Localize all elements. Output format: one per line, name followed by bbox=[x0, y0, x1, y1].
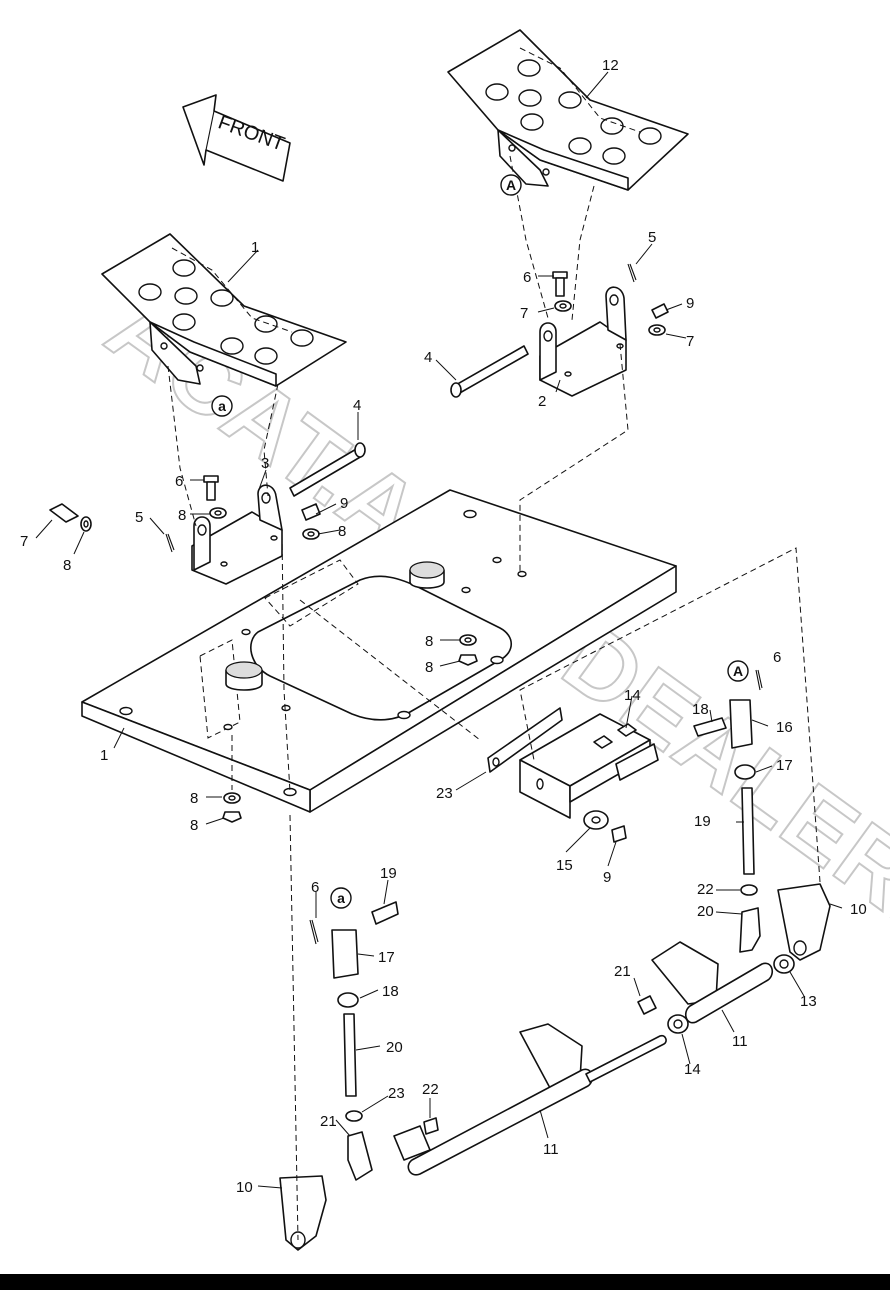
ref-mark-lower-1: a bbox=[218, 398, 226, 414]
callout-4-right: 2 bbox=[538, 393, 546, 410]
front-arrow: FRONT bbox=[182, 94, 291, 182]
lever-11-right bbox=[777, 883, 831, 961]
callout-19-b: 19 bbox=[380, 865, 397, 882]
callout-18-a: 17 bbox=[776, 757, 793, 774]
bracket-left bbox=[191, 484, 283, 585]
callout-6-d: 6 bbox=[311, 879, 319, 896]
callout-21-a: 20 bbox=[697, 903, 714, 920]
leader-lines bbox=[35, 71, 843, 1189]
callout-8-f: 8 bbox=[425, 633, 433, 650]
callout-8-d: 8 bbox=[338, 523, 346, 540]
pedal-right bbox=[447, 29, 689, 191]
callout-10-a: 9 bbox=[686, 295, 694, 312]
ref-circle-lower-1: a bbox=[211, 395, 233, 417]
pedal-left bbox=[101, 233, 347, 387]
fasteners-upper bbox=[49, 263, 669, 553]
callout-6-c: 6 bbox=[773, 649, 781, 666]
callout-3: 1 bbox=[251, 239, 259, 256]
callouts: 1 12 1 2 3 4 4 5 5 6 6 6 6 7 7 7 8 8 8 8… bbox=[20, 57, 867, 1196]
ref-mark-upper-1: A bbox=[506, 177, 516, 193]
callout-5-right: 4 bbox=[424, 349, 432, 366]
ref-mark-lower-2: a bbox=[337, 890, 345, 906]
callout-21-b: 21 bbox=[320, 1113, 337, 1130]
callout-20-a: 19 bbox=[694, 813, 711, 830]
callout-20-b: 20 bbox=[386, 1039, 403, 1056]
clevis-right bbox=[693, 669, 763, 953]
pin-left bbox=[289, 442, 366, 497]
callout-14-b: 14 bbox=[684, 1061, 701, 1078]
pin-right bbox=[450, 345, 529, 398]
callout-24: 23 bbox=[436, 785, 453, 802]
shaft-13 bbox=[637, 941, 795, 1034]
callout-6-b: 5 bbox=[135, 509, 143, 526]
callout-14-a: 13 bbox=[800, 993, 817, 1010]
callout-15: 14 bbox=[624, 687, 641, 704]
callout-8-c: 8 bbox=[178, 507, 186, 524]
callout-23-b: 23 bbox=[388, 1085, 405, 1102]
callout-7-a: 6 bbox=[523, 269, 531, 286]
bottom-border bbox=[0, 1274, 890, 1290]
callout-23-a: 22 bbox=[697, 881, 714, 898]
callout-8-g: 8 bbox=[190, 790, 198, 807]
callout-9-a: 8 bbox=[425, 659, 433, 676]
plate-24 bbox=[487, 707, 563, 773]
shaft-12 bbox=[393, 1023, 667, 1176]
callout-9-c: 9 bbox=[603, 869, 611, 886]
ref-circle-upper-2: A bbox=[727, 660, 749, 682]
callout-17-b: 17 bbox=[378, 949, 395, 966]
callout-10-b: 9 bbox=[340, 495, 348, 512]
callout-7-b: 6 bbox=[175, 473, 183, 490]
callout-2: 12 bbox=[602, 57, 619, 74]
callout-5-left: 4 bbox=[353, 397, 361, 414]
callout-8-e: 8 bbox=[63, 557, 71, 574]
callout-8-a: 7 bbox=[520, 305, 528, 322]
callout-11-b: 10 bbox=[236, 1179, 253, 1196]
callout-22-b: 22 bbox=[422, 1081, 439, 1098]
ref-circle-upper-1: A bbox=[500, 174, 522, 196]
bracket-right bbox=[539, 286, 627, 397]
callout-18-b: 18 bbox=[382, 983, 399, 1000]
callout-1: 1 bbox=[100, 747, 108, 764]
callout-22-a: 21 bbox=[614, 963, 631, 980]
callout-9-b: 8 bbox=[190, 817, 198, 834]
callout-8-b: 7 bbox=[686, 333, 694, 350]
lever-11-left bbox=[279, 1175, 327, 1251]
assembly-guides bbox=[167, 155, 821, 1241]
fasteners-lower bbox=[222, 634, 478, 823]
ref-circle-lower-2: a bbox=[330, 887, 352, 909]
callout-11-a: 10 bbox=[850, 901, 867, 918]
callout-13: 11 bbox=[732, 1033, 748, 1050]
callout-7-c: 7 bbox=[20, 533, 28, 550]
callout-16: 15 bbox=[556, 857, 573, 874]
washer-16 bbox=[583, 810, 627, 843]
callout-6-a: 5 bbox=[648, 229, 656, 246]
ref-mark-upper-2: A bbox=[733, 663, 743, 679]
callout-19-a: 18 bbox=[692, 701, 709, 718]
callout-4-left: 3 bbox=[261, 455, 269, 472]
callout-17-a: 16 bbox=[776, 719, 793, 736]
callout-12: 11 bbox=[543, 1141, 559, 1158]
switch-15 bbox=[519, 713, 659, 819]
clevis-left bbox=[309, 901, 439, 1181]
